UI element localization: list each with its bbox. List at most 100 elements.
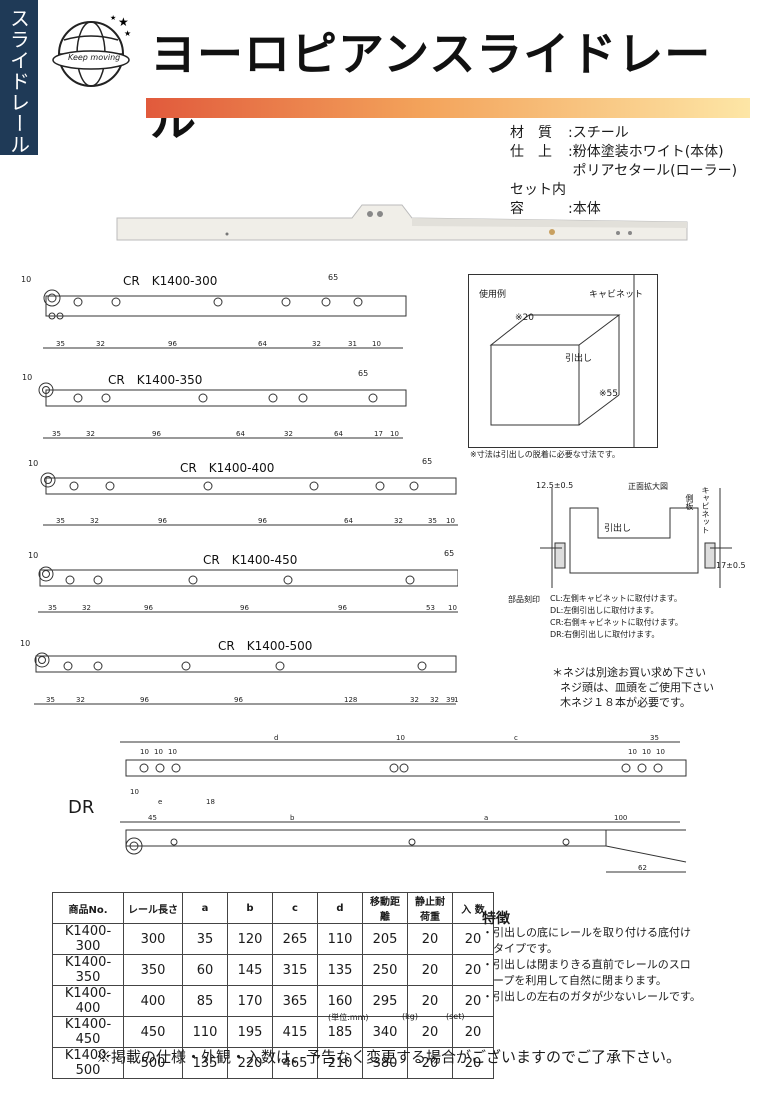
svg-text:32: 32: [394, 517, 403, 525]
svg-text:10: 10: [22, 373, 32, 382]
rail-product-image: [116, 204, 688, 241]
svg-text:96: 96: [338, 604, 347, 612]
svg-text:65: 65: [328, 273, 338, 282]
col-header: 商品No.: [52, 892, 124, 924]
svg-text:35: 35: [48, 604, 57, 612]
svg-text:★: ★: [118, 15, 129, 29]
spec-row: ポリアセタール(ローラー): [572, 163, 738, 179]
drawing-label: CR K1400-450: [203, 553, 297, 567]
svg-text:18: 18: [206, 798, 215, 806]
globe-logo-icon: ★ ★ ★: [52, 14, 131, 87]
drawing-label: CR K1400-400: [180, 461, 274, 475]
svg-text:32: 32: [96, 340, 105, 348]
svg-text:10: 10: [28, 459, 38, 468]
features-list: ・引出しの底にレールを取り付ける底付け タイプです。 ・引出しは閉まりきる直前で…: [482, 926, 701, 1003]
svg-text:10: 10: [130, 788, 139, 796]
unit-set: (set): [446, 1012, 465, 1021]
svg-text:32: 32: [312, 340, 321, 348]
part-markings: 部品刻印: [508, 595, 540, 604]
svg-text:10: 10: [20, 639, 30, 648]
unit-kg: (kg): [402, 1012, 418, 1021]
spec-row: 材 質:スチール: [510, 125, 629, 141]
svg-text:35: 35: [56, 340, 65, 348]
page-title: ヨーロピアンスライドレール: [150, 27, 712, 147]
svg-text:62: 62: [638, 864, 647, 872]
usage-cabinet-label: キャビネット: [589, 290, 644, 300]
screw-note: ＊ネジは別途お買い求め下さい ネジ頭は、皿頭をご使用下さい 木ネジ１８本が必要で…: [552, 666, 714, 709]
svg-text:64: 64: [236, 430, 245, 438]
svg-text:100: 100: [614, 814, 627, 822]
footer-disclaimer: ※掲載の仕様・外観・入数は、予告なく変更する場合がございますのでご了承下さい。: [96, 1048, 682, 1066]
usage-example-box: 使用例 キャビネット ※20 引出し ※55: [468, 274, 658, 448]
spec-row: セット内容:本体: [510, 182, 601, 217]
svg-text:32: 32: [82, 604, 91, 612]
unit-mm: (単位:mm): [328, 1013, 369, 1022]
svg-text:10: 10: [446, 517, 455, 525]
svg-text:10: 10: [454, 696, 458, 704]
col-header: レール長さ: [123, 892, 183, 924]
svg-text:96: 96: [140, 696, 149, 704]
svg-text:128: 128: [344, 696, 357, 704]
features-title: 特徴: [482, 911, 510, 927]
svg-text:96: 96: [152, 430, 161, 438]
svg-text:65: 65: [444, 549, 454, 558]
spec-row: 仕 上:粉体塗装ホワイト(本体): [510, 144, 724, 160]
svg-text:a: a: [484, 814, 488, 822]
svg-text:65: 65: [422, 457, 432, 466]
svg-text:10: 10: [628, 748, 637, 756]
logo-text: Keep moving: [68, 53, 121, 62]
drawing-label: CR K1400-350: [108, 373, 202, 387]
col-header: d: [317, 892, 363, 924]
svg-text:b: b: [290, 814, 295, 822]
svg-text:d: d: [274, 734, 278, 742]
col-header: b: [227, 892, 273, 924]
svg-text:e: e: [158, 798, 162, 806]
svg-text:32: 32: [410, 696, 419, 704]
part-markings-list: CL:左側キャビネットに取付けます。 DL:左側引出しに取付けます。 CR:右側…: [550, 594, 683, 639]
drawing-label: CR K1400-300: [123, 274, 217, 288]
col-header: a: [182, 892, 228, 924]
svg-text:32: 32: [284, 430, 293, 438]
svg-text:31: 31: [348, 340, 357, 348]
svg-text:★: ★: [110, 14, 116, 22]
svg-text:96: 96: [234, 696, 243, 704]
svg-text:10: 10: [168, 748, 177, 756]
svg-text:96: 96: [168, 340, 177, 348]
svg-text:53: 53: [426, 604, 435, 612]
title-gradient-bar: [146, 98, 750, 118]
usage-title: 使用例: [479, 290, 507, 300]
svg-text:10: 10: [448, 604, 457, 612]
svg-text:65: 65: [358, 369, 368, 378]
svg-text:★: ★: [124, 29, 131, 38]
cr-rail-drawings: 10 65 10 65 10 65 10 65 10 65 CR K1400-3…: [20, 273, 458, 705]
svg-text:10: 10: [21, 275, 31, 284]
svg-text:35: 35: [650, 734, 659, 742]
svg-text:10: 10: [656, 748, 665, 756]
svg-text:35: 35: [46, 696, 55, 704]
svg-text:45: 45: [148, 814, 157, 822]
col-header: 移動距離: [362, 892, 408, 924]
svg-text:10: 10: [396, 734, 405, 742]
spec-list: 材 質:スチール 仕 上:粉体塗装ホワイト(本体) ポリアセタール(ローラー) …: [510, 124, 737, 219]
drawing-label: CR K1400-500: [218, 639, 312, 653]
svg-text:10: 10: [140, 748, 149, 756]
svg-text:10: 10: [28, 551, 38, 560]
col-header: 静止耐荷重: [407, 892, 453, 924]
svg-text:10: 10: [642, 748, 651, 756]
side-category-tab: スライドレール: [0, 0, 38, 155]
svg-text:10: 10: [390, 430, 399, 438]
svg-text:10: 10: [372, 340, 381, 348]
svg-text:39: 39: [446, 696, 455, 704]
svg-text:c: c: [514, 734, 518, 742]
usage-footnote: ※寸法は引出しの脱着に必要な寸法です。: [470, 450, 620, 459]
svg-text:32: 32: [90, 517, 99, 525]
svg-text:35: 35: [52, 430, 61, 438]
svg-text:64: 64: [334, 430, 343, 438]
svg-text:64: 64: [344, 517, 353, 525]
